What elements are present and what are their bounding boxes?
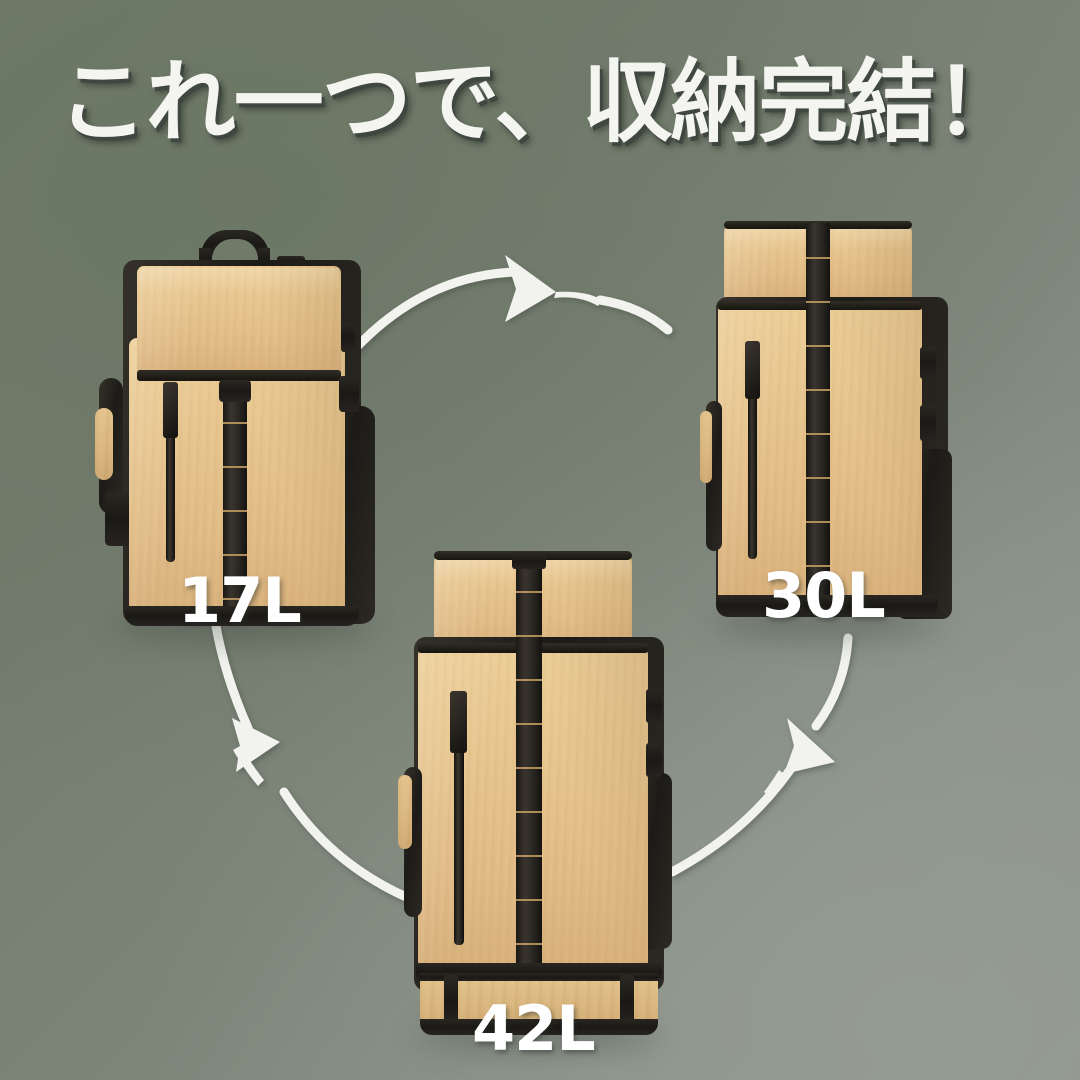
base-trim — [420, 1019, 658, 1035]
side-hardware-lower — [339, 376, 359, 412]
flap-edge-trim — [137, 370, 341, 381]
base-trim — [125, 606, 359, 626]
volume-label-42l: 42L — [472, 992, 596, 1065]
expansion-top-trim — [420, 973, 658, 981]
strap-buckle — [105, 492, 131, 546]
side-hardware-lower — [920, 405, 936, 441]
center-webbing-strap — [223, 388, 247, 622]
strap-pad — [700, 411, 712, 483]
side-hardware-upper — [341, 322, 355, 352]
center-webbing-strap — [806, 223, 830, 607]
strap-pad — [398, 775, 412, 849]
expansion-strap-left — [444, 975, 458, 1029]
product-bag-42l[interactable] — [398, 525, 680, 1051]
arrow-30-to-42-icon — [667, 633, 853, 877]
front-zipper — [748, 341, 757, 559]
side-hardware-upper — [646, 689, 662, 723]
front-zipper — [166, 382, 175, 562]
webbing-buckle — [512, 553, 546, 569]
handle-opening — [212, 239, 258, 263]
volume-label-17l: 17L — [178, 564, 302, 637]
flap-highlight — [139, 268, 339, 294]
side-hardware-upper — [920, 347, 936, 379]
volume-label-30l: 30L — [762, 559, 886, 632]
base-trim — [716, 595, 938, 617]
expansion-strap-right — [620, 975, 634, 1029]
top-flap — [137, 266, 341, 378]
zipper-pull — [450, 691, 467, 753]
webbing-buckle — [219, 380, 251, 402]
zipper-pull — [163, 382, 178, 438]
product-bag-30l[interactable] — [700, 215, 962, 639]
arrow-42-to-17-icon — [211, 621, 409, 901]
front-zipper — [454, 693, 464, 945]
strap-pad — [95, 408, 113, 480]
center-webbing-strap — [516, 557, 542, 975]
arrow-17-to-30-icon — [347, 255, 673, 357]
side-hardware-lower — [646, 743, 662, 777]
page-title: これ一つで、収納完結！ — [57, 50, 1024, 155]
zipper-pull — [745, 341, 760, 399]
product-bag-17l[interactable] — [95, 230, 395, 642]
